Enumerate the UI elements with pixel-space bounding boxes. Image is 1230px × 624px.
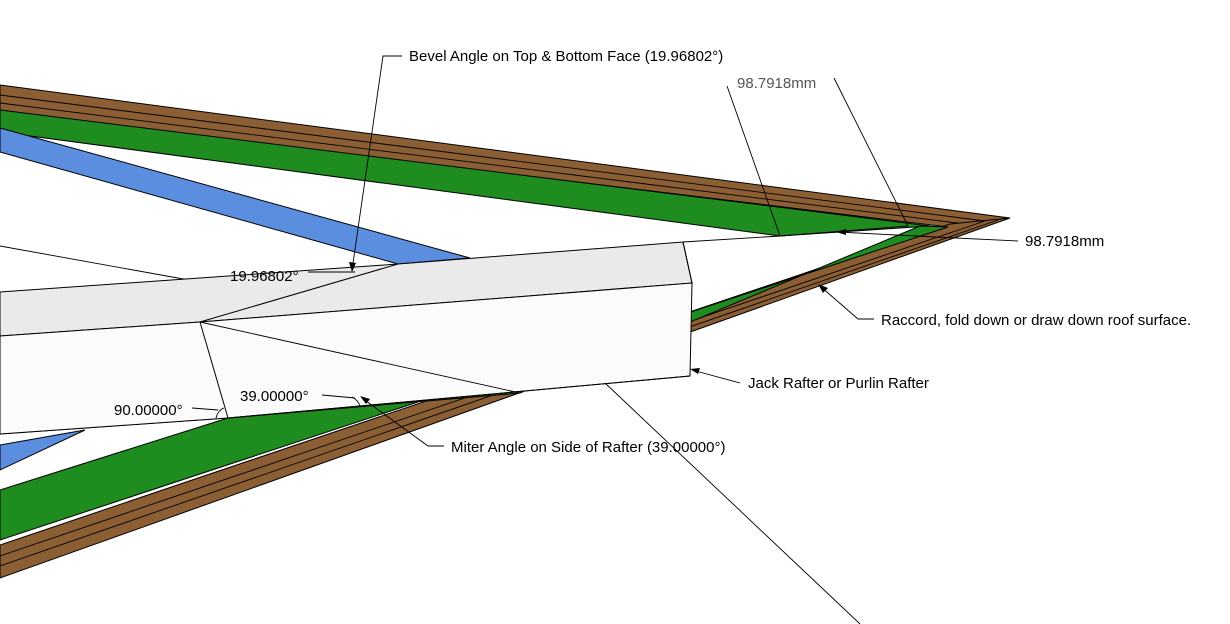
- top-dim-extension-right: [833, 77, 909, 227]
- miter-angle-label: Miter Angle on Side of Rafter (39.00000°…: [451, 439, 726, 456]
- raccord-label: Raccord, fold down or draw down roof sur…: [881, 312, 1191, 329]
- bevel-leader-arrowhead: [349, 262, 356, 272]
- jack-rafter-end-edge: [682, 241, 693, 284]
- raccord-leader-arrowhead: [818, 284, 828, 293]
- miter-cut-edge: [199, 321, 229, 419]
- jack-rafter-leader: [691, 369, 741, 384]
- miter-angle-value: 39.00000°: [240, 388, 309, 405]
- upper-fascia-inner-line-2: [0, 102, 966, 225]
- raccord-leader: [819, 285, 874, 320]
- bevel-cut-edge: [199, 263, 399, 323]
- bevel-angle-label: Bevel Angle on Top & Bottom Face (19.968…: [409, 48, 723, 65]
- bevel-angle-leader: [351, 55, 402, 271]
- bevel-angle-value: 19.96802°: [230, 268, 299, 285]
- top-dimension-value: 98.7918mm: [737, 75, 816, 92]
- right-angle-arc: [215, 407, 225, 419]
- miter-value-leader: [321, 394, 356, 399]
- miter-angle-arc: [351, 396, 361, 407]
- rafter-bottom-edge: [227, 375, 691, 419]
- right-dim-arrowhead: [836, 229, 846, 235]
- right-angle-value: 90.00000°: [114, 402, 183, 419]
- jack-rafter-leader-arrowhead: [690, 368, 700, 374]
- deck-line-1: [0, 245, 201, 283]
- miter-leader-arrowhead: [360, 396, 370, 404]
- top-dim-extension-left: [726, 85, 781, 237]
- right-dim-leader: [837, 231, 1019, 242]
- upper-brown-fascia: [0, 84, 1011, 228]
- lower-blue-rafter: [0, 429, 86, 471]
- guide-line-long: [604, 382, 861, 624]
- right-angle-value-leader: [191, 407, 219, 411]
- jack-rafter-label: Jack Rafter or Purlin Rafter: [748, 375, 929, 392]
- miter-angle-leader: [361, 397, 444, 447]
- guide-line-diagonal: [199, 321, 521, 394]
- right-dimension-value: 98.7918mm: [1025, 233, 1104, 250]
- deck-line-3: [682, 235, 781, 243]
- upper-fascia-inner-line: [0, 94, 986, 222]
